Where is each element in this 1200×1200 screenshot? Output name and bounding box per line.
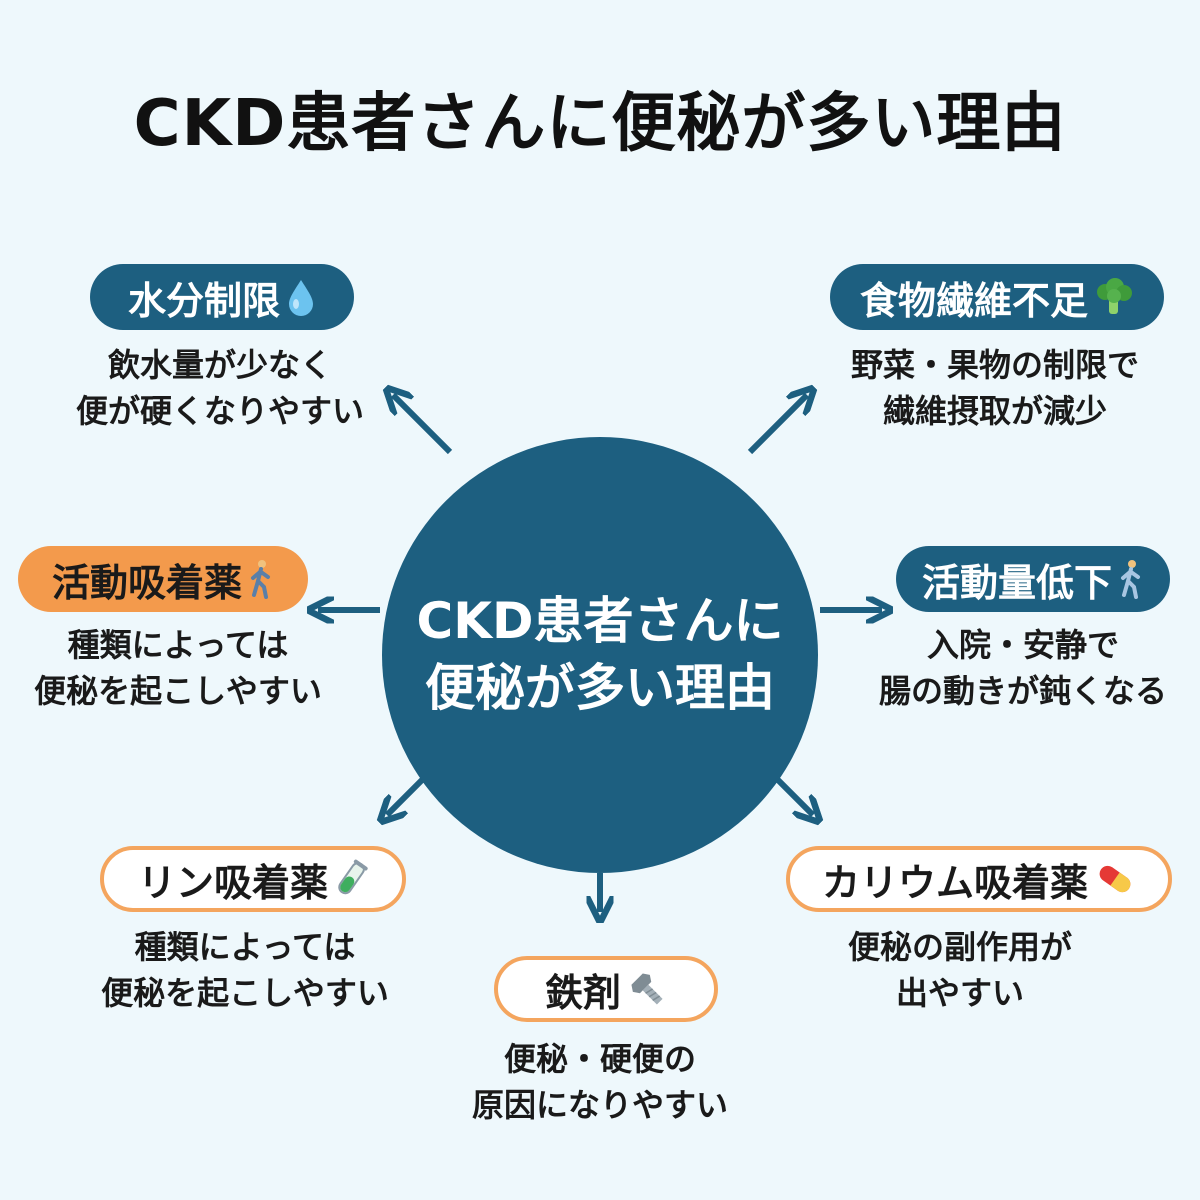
water-drop-icon — [286, 278, 316, 316]
bolt-icon — [627, 969, 667, 1009]
factor-iron-desc: 便秘・硬便の 原因になりやすい — [471, 1040, 728, 1125]
factor-fiber-label: 食物繊維不足 — [830, 264, 1164, 330]
factor-potassium-label: カリウム吸着薬 — [786, 846, 1172, 912]
factor-water-label: 水分制限 — [90, 264, 354, 330]
broccoli-icon — [1094, 277, 1134, 317]
arrow-fiber — [747, 395, 807, 455]
factor-activity-desc: 入院・安静で 腸の動きが鈍くなる — [878, 626, 1167, 711]
center-line-2: 便秘が多い理由 — [425, 659, 775, 717]
center-line-1: CKD患者さんに — [416, 591, 784, 650]
center-circle: CKD患者さんに 便秘が多い理由 — [382, 437, 818, 873]
factor-activity-drug-desc: 種類によっては 便秘を起こしやすい — [34, 626, 322, 711]
test-tube-icon — [334, 859, 368, 899]
factor-activity-label: 活動量低下 — [896, 546, 1170, 612]
pill-icon — [1094, 859, 1136, 899]
factor-phosphorus-desc: 種類によっては 便秘を起こしやすい — [101, 928, 389, 1013]
factor-water-desc: 飲水量が少なく 便が硬くなりやすい — [75, 346, 364, 431]
walking-person-icon — [248, 559, 274, 599]
factor-potassium-desc: 便秘の副作用が 出やすい — [847, 928, 1072, 1013]
factor-iron-label: 鉄剤 — [494, 956, 718, 1022]
page-title: CKD患者さんに便秘が多い理由 — [133, 87, 1067, 161]
arrow-water — [393, 395, 453, 455]
factor-fiber-desc: 野菜・果物の制限で 繊維摂取が減少 — [850, 346, 1139, 431]
walking-person-icon — [1118, 559, 1144, 599]
factor-phosphorus-label: リン吸着薬 — [100, 846, 406, 912]
factor-activity-drug-label: 活動吸着薬 — [18, 546, 308, 612]
